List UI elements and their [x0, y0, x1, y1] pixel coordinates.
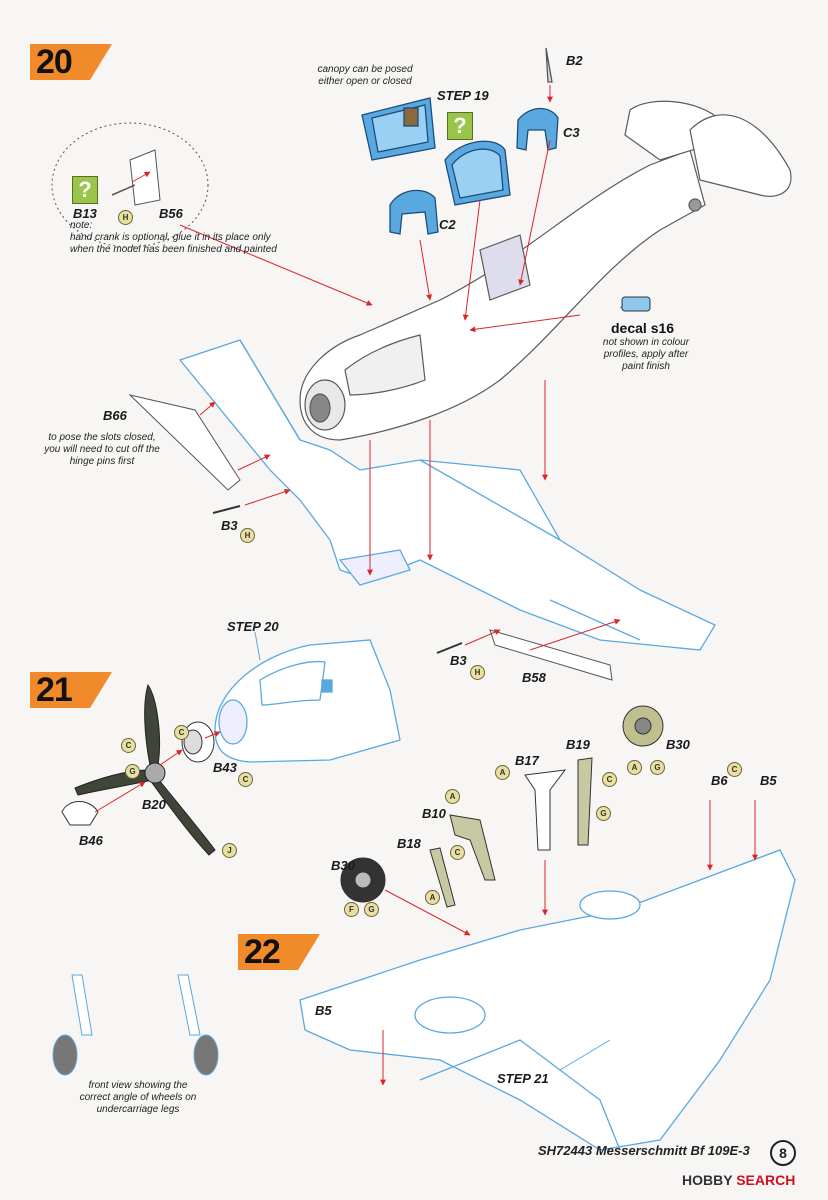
slots-note: to pose the slots closed, you will need …	[44, 432, 160, 467]
paint-chip: J	[222, 843, 237, 858]
nose-drawing	[214, 639, 401, 763]
optional-icon: ?	[72, 176, 98, 204]
part-b3-upper: B3	[221, 518, 238, 533]
part-b5-left: B5	[315, 1003, 332, 1018]
part-c3: C3	[563, 125, 580, 140]
part-b19: B19	[566, 737, 590, 752]
step-number: 22	[244, 933, 281, 971]
paint-chip: G	[364, 902, 379, 917]
part-b30-right: B30	[666, 737, 690, 752]
paint-chip: A	[627, 760, 642, 775]
part-c2: C2	[439, 217, 456, 232]
part-b58: B58	[522, 670, 546, 685]
step20-ref: STEP 20	[227, 619, 279, 634]
part-b18: B18	[397, 836, 421, 851]
brand-watermark: HOBBY SEARCH	[682, 1172, 795, 1188]
part-b46: B46	[79, 833, 103, 848]
crank-detail	[111, 149, 161, 206]
paint-chip: A	[445, 789, 460, 804]
gear-door-b10	[449, 814, 496, 881]
fuselage-drawing	[299, 149, 706, 441]
pin-b3	[212, 505, 463, 654]
part-b3-lower: B3	[450, 653, 467, 668]
paint-chip: H	[118, 210, 133, 225]
paint-chip: C	[450, 845, 465, 860]
paint-chip: C	[727, 762, 742, 777]
slat-b58	[489, 629, 613, 681]
part-b13: B13	[73, 206, 97, 221]
slat-b66	[128, 394, 241, 491]
canopy-parts	[361, 47, 559, 235]
step-number: 21	[36, 671, 73, 709]
canopy-note: canopy can be posed either open or close…	[317, 64, 413, 87]
part-b56: B56	[159, 206, 183, 221]
optional-icon: ?	[447, 112, 473, 140]
propeller-drawing	[74, 683, 216, 856]
wheels-note: front view showing the correct angle of …	[79, 1080, 197, 1115]
part-b30-left: B30	[331, 858, 355, 873]
paint-chip: C	[121, 738, 136, 753]
paint-chip: G	[596, 806, 611, 821]
tail-drawing	[624, 100, 792, 212]
brand-prefix: HOBBY	[682, 1172, 733, 1188]
gear-leg-right	[577, 705, 664, 846]
paint-chip: G	[650, 760, 665, 775]
crank-note: hand crank is optional, glue it in its p…	[70, 232, 277, 255]
badge-shape	[30, 672, 112, 708]
paint-chip: F	[344, 902, 359, 917]
detail-callout-circle	[51, 122, 209, 248]
brand-suffix: SEARCH	[736, 1172, 796, 1188]
wing-drawing	[178, 339, 716, 651]
part-b43: B43	[213, 760, 237, 775]
part-b20: B20	[142, 797, 166, 812]
page-number: 8	[770, 1140, 796, 1166]
part-b2: B2	[566, 53, 583, 68]
gear-door-b17	[524, 769, 567, 851]
paint-chip: C	[602, 772, 617, 787]
badge-shape	[238, 934, 320, 970]
assembly-arrows	[94, 85, 758, 1086]
paint-chip: C	[238, 772, 253, 787]
paint-chip: A	[495, 765, 510, 780]
step21-ref: STEP 21	[497, 1071, 549, 1086]
step-number: 20	[36, 43, 73, 81]
wheel-angle-detail	[52, 974, 219, 1076]
spinner-b43	[181, 721, 215, 763]
kit-title: SH72443 Messerschmitt Bf 109E-3	[538, 1143, 750, 1158]
decal-note: not shown in colour profiles, apply afte…	[602, 337, 690, 372]
gear-leg-left	[340, 847, 456, 908]
crank-note-label: note:	[70, 220, 93, 231]
part-b6: B6	[711, 773, 728, 788]
paint-chip: H	[470, 665, 485, 680]
part-b66: B66	[103, 408, 127, 423]
paint-chip: C	[174, 725, 189, 740]
paint-chip: H	[240, 528, 255, 543]
spinner-cap-b46	[61, 801, 99, 826]
decal-title: decal s16	[611, 320, 675, 336]
step19-ref: STEP 19	[437, 88, 489, 103]
part-b10: B10	[422, 806, 446, 821]
part-b17: B17	[515, 753, 539, 768]
paint-chip: A	[425, 890, 440, 905]
part-b5-right: B5	[760, 773, 777, 788]
badge-shape	[30, 44, 112, 80]
decal-s16-swatch	[621, 296, 651, 312]
paint-chip: G	[125, 764, 140, 779]
